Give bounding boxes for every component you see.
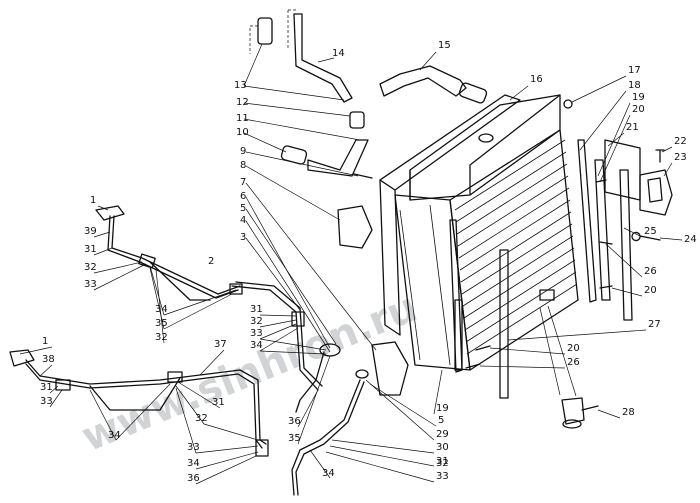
part-label-l31e: 31 [436,456,449,467]
part-label-l34e: 34 [322,468,335,479]
part-label-l35a: 35 [155,318,168,329]
part-label-l13: 13 [234,80,247,91]
part-label-l36a: 36 [288,416,301,427]
part-label-l16: 16 [530,74,543,85]
part-label-l19a: 19 [632,92,645,103]
part-label-l33d: 33 [187,442,200,453]
part-label-l27: 27 [648,319,661,330]
part-label-l14: 14 [332,48,345,59]
radiator-assembly [379,94,597,373]
part-label-l34b: 34 [250,340,263,351]
part-label-l36b: 36 [187,473,200,484]
part-label-l38: 38 [42,354,55,365]
part-label-l32a: 32 [84,262,97,273]
part-label-l23: 23 [674,152,687,163]
part-label-l25: 25 [644,226,657,237]
bracket-8 [337,205,373,249]
part-label-l33c: 33 [40,396,53,407]
part-label-l21: 21 [626,122,639,133]
bolts [353,99,665,369]
strip-27 [499,249,509,399]
part-label-l28: 28 [622,407,635,418]
part-label-l12: 12 [236,97,249,108]
part-label-l34c: 34 [108,430,121,441]
part-label-l26a: 26 [644,266,657,277]
part-label-l5a: 5 [240,203,246,214]
part-label-l33a: 33 [84,279,97,290]
part-label-l32c: 32 [250,316,263,327]
part-label-l24: 24 [684,234,697,245]
hoses-top [249,9,488,104]
bracket-19 [371,341,409,396]
part-label-l18: 18 [628,80,641,91]
part-label-l3: 3 [240,232,246,243]
part-label-l31b: 31 [250,304,263,315]
part-label-l32b: 32 [155,332,168,343]
leader-lines [19,43,683,485]
part-label-l1b: 1 [42,336,48,347]
part-label-l10: 10 [236,127,249,138]
part-label-l17: 17 [628,65,641,76]
part-label-l7: 7 [240,177,246,188]
part-label-l20b: 20 [644,285,657,296]
part-label-l8: 8 [240,160,246,171]
drain-valve-28 [539,305,599,429]
part-label-l6: 6 [240,191,246,202]
part-label-l33b: 33 [250,328,263,339]
part-label-l20c: 20 [567,343,580,354]
part-label-l9: 9 [240,146,246,157]
hoses-mid [280,111,369,177]
bracket-21-23 [594,139,673,321]
part-label-l15: 15 [438,40,451,51]
part-label-l34a: 34 [155,304,168,315]
part-label-l29: 29 [436,429,449,440]
part-label-l31d: 31 [212,397,225,408]
part-label-l34d: 34 [187,458,200,469]
part-label-l4: 4 [240,215,246,226]
part-label-l30: 30 [436,442,449,453]
part-label-l5b: 5 [438,415,444,426]
part-label-l20a: 20 [632,104,645,115]
part-label-l19b: 19 [436,403,449,414]
part-label-l1: 1 [90,195,96,206]
part-label-l26b: 26 [567,357,580,368]
part-label-l37: 37 [214,339,227,350]
part-label-l33e: 33 [436,471,449,482]
part-label-l2: 2 [208,256,214,267]
part-label-l31c: 31 [40,382,53,393]
part-label-l39: 39 [84,226,97,237]
part-label-l35b: 35 [288,433,301,444]
part-label-l22: 22 [674,136,687,147]
part-label-l32d: 32 [195,413,208,424]
part-label-l31a: 31 [84,244,97,255]
part-label-l11: 11 [236,113,249,124]
part-number-labels: 1123455678910111213141516171819192020202… [40,40,697,484]
part-label-l32e: 32 [436,458,449,469]
